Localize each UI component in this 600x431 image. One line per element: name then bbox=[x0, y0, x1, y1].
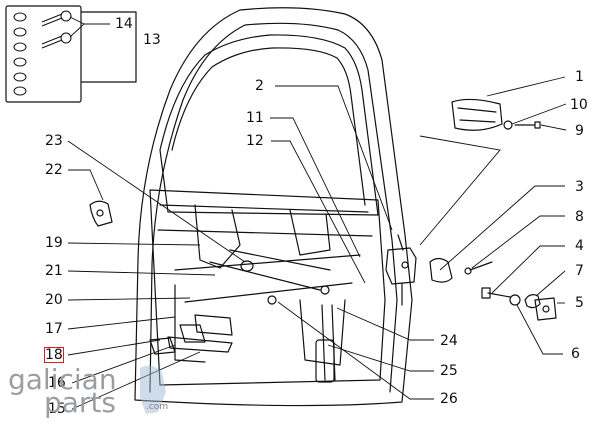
callout-18-highlighted[interactable]: 18 bbox=[44, 347, 64, 363]
screw-9 bbox=[514, 121, 541, 129]
leader-8 bbox=[471, 215, 565, 269]
callout-22: 22 bbox=[45, 162, 63, 178]
outer-handle bbox=[451, 98, 503, 131]
leader-24 bbox=[336, 307, 434, 341]
leader-15 bbox=[71, 351, 201, 410]
callout-8: 8 bbox=[575, 209, 584, 225]
watermark-parts: parts bbox=[44, 386, 117, 419]
leader-16 bbox=[71, 344, 176, 384]
leader-11 bbox=[270, 117, 361, 258]
leader-20 bbox=[67, 297, 191, 301]
watermark-dotcom: .com bbox=[146, 402, 169, 412]
callout-17: 17 bbox=[45, 321, 63, 337]
callout-21: 21 bbox=[45, 263, 63, 279]
window-opening bbox=[159, 34, 379, 216]
callout-3: 3 bbox=[575, 179, 584, 195]
bracket-13 bbox=[81, 11, 137, 83]
callout-12: 12 bbox=[246, 133, 264, 149]
door-latch bbox=[385, 247, 417, 285]
leader-2 bbox=[275, 85, 393, 231]
leader-19 bbox=[67, 242, 201, 246]
leader-1 bbox=[486, 76, 566, 97]
box-bolts-left bbox=[13, 12, 27, 96]
callout-5: 5 bbox=[575, 295, 584, 311]
washer-6 bbox=[509, 294, 521, 306]
callout-24: 24 bbox=[440, 333, 458, 349]
watermark-galician: galician bbox=[8, 363, 117, 396]
spain-map-watermark bbox=[140, 365, 166, 414]
leader-4 bbox=[491, 245, 565, 294]
bolt-4 bbox=[487, 292, 511, 298]
plate-5 bbox=[534, 297, 557, 321]
leader-6 bbox=[516, 304, 563, 355]
box-bolts-right bbox=[41, 10, 72, 49]
callout-4: 4 bbox=[575, 238, 584, 254]
callout-1: 1 bbox=[575, 69, 584, 85]
leader-10 bbox=[511, 103, 567, 125]
door-frame-outer bbox=[134, 7, 413, 407]
inner-panel bbox=[149, 189, 386, 386]
callout-7: 7 bbox=[575, 263, 584, 279]
window-inner-line bbox=[171, 47, 366, 206]
leader-23 bbox=[67, 140, 246, 263]
callout-9: 9 bbox=[575, 123, 584, 139]
leader-26 bbox=[277, 301, 434, 400]
leader-7 bbox=[535, 270, 566, 297]
leader-14 bbox=[69, 16, 110, 38]
leader-21 bbox=[67, 270, 216, 276]
callout-11: 11 bbox=[246, 110, 264, 126]
leader-18 bbox=[67, 339, 161, 356]
fastener-kit-box bbox=[5, 5, 82, 103]
handle-bezel bbox=[167, 336, 233, 353]
callout-26: 26 bbox=[440, 391, 458, 407]
callout-16: 16 bbox=[48, 375, 66, 391]
bracket-22 bbox=[89, 200, 113, 227]
callout-10: 10 bbox=[570, 97, 588, 113]
callout-2: 2 bbox=[255, 78, 264, 94]
leader-9 bbox=[540, 124, 567, 131]
callout-13: 13 bbox=[143, 32, 161, 48]
screw-8 bbox=[469, 261, 493, 271]
leader-22 bbox=[68, 169, 104, 201]
callout-19: 19 bbox=[45, 235, 63, 251]
plate-7 bbox=[524, 294, 541, 309]
striker bbox=[429, 257, 453, 283]
leader-25 bbox=[327, 344, 434, 372]
leader-latch-arms bbox=[419, 135, 501, 246]
callout-20: 20 bbox=[45, 292, 63, 308]
washer-10 bbox=[503, 120, 513, 130]
leader-3 bbox=[439, 185, 565, 271]
callout-14: 14 bbox=[115, 16, 133, 32]
leader-12 bbox=[271, 140, 366, 284]
regulator-rail-upper bbox=[174, 254, 361, 271]
leader-17 bbox=[67, 316, 176, 330]
callout-25: 25 bbox=[440, 363, 458, 379]
callout-15: 15 bbox=[48, 401, 66, 417]
inner-handle bbox=[194, 314, 233, 336]
callout-23: 23 bbox=[45, 133, 63, 149]
callout-6: 6 bbox=[571, 346, 580, 362]
door-frame-inner bbox=[149, 22, 398, 393]
